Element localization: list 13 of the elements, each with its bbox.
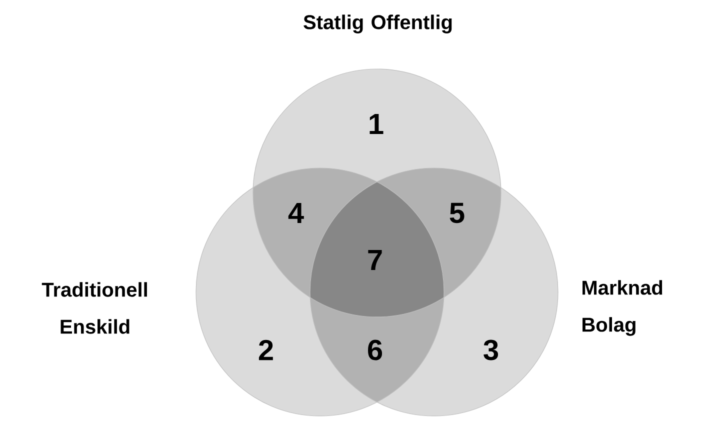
circle-heading: Traditionell Enskild [42,282,147,334]
circle-heading: Marknad Bolag [582,280,662,336]
region-number: 7 [368,250,382,270]
region-number: 4 [288,203,304,223]
region-number: 1 [370,114,384,134]
region-number: 6 [368,340,382,360]
venn-circle [252,68,502,318]
region-number: 2 [258,340,273,360]
circle-heading: Statlig Offentlig [304,14,452,34]
region-number: 3 [484,340,498,360]
venn-circle [196,168,444,416]
region-number: 5 [450,202,464,224]
venn-circle [310,168,558,416]
